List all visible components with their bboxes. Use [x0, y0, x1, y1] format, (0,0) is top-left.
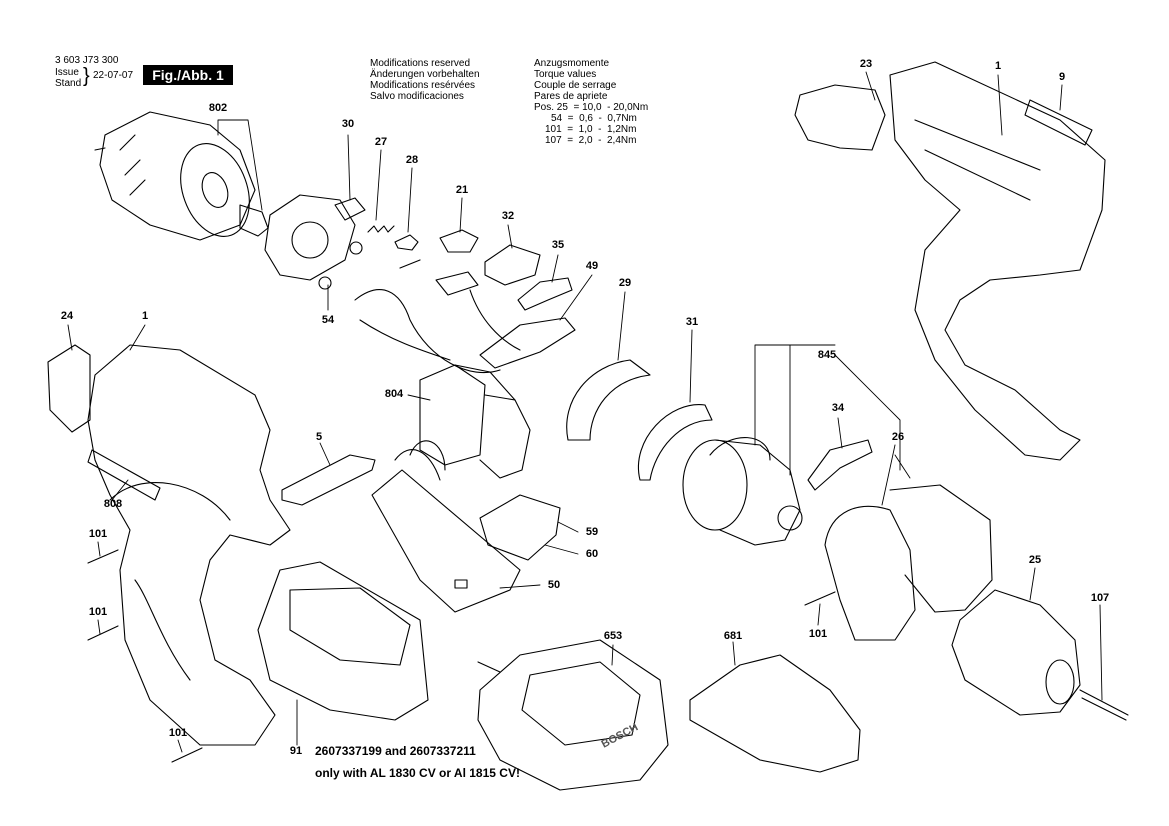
- charger-part: [477, 639, 669, 791]
- document-number: 3 603 J73 300: [55, 55, 119, 66]
- torque-table: Anzugsmomente Torque values Couple de se…: [534, 58, 648, 146]
- cover-23-part: [794, 84, 886, 151]
- part-label: 25: [1028, 554, 1042, 566]
- charger-cover-part: [689, 654, 861, 773]
- part-label: 653: [603, 630, 623, 642]
- modifications-line: Modifications resérvées: [370, 80, 476, 91]
- gear-segment-part: [807, 439, 873, 491]
- modifications-line: Modifications reserved: [370, 58, 471, 69]
- issue-date: 22-07-07: [93, 70, 134, 81]
- torque-row: 107 = 2,0 - 2,4Nm: [545, 135, 637, 146]
- chuck-part: [951, 589, 1081, 716]
- part-label: 32: [501, 210, 515, 222]
- clip-29-part: [566, 359, 651, 441]
- screw-54-part: [349, 241, 363, 255]
- switch-knob-part: [439, 229, 479, 253]
- motor-part: [94, 111, 269, 241]
- screw-54-part: [318, 276, 332, 290]
- part-label: 1: [141, 310, 149, 322]
- part-label: 5: [315, 431, 323, 443]
- torque-row: 101 = 1,0 - 1,2Nm: [545, 124, 637, 135]
- part-label: 107: [1090, 592, 1110, 604]
- part-label: 60: [585, 548, 599, 560]
- modifications-line: Änderungen vorbehalten: [370, 69, 480, 80]
- issue-label: Issue: [55, 67, 79, 78]
- screw-101-part: [804, 591, 836, 606]
- part-label: 101: [808, 628, 828, 640]
- torque-row: Pos. 25 = 10,0 - 20,0Nm: [534, 102, 649, 113]
- part-label: 802: [208, 102, 228, 114]
- stand-label: Stand: [55, 78, 82, 89]
- torque-title: Torque values: [534, 69, 597, 80]
- part-label: 21: [455, 184, 469, 196]
- screw-107-part: [1079, 689, 1129, 721]
- spring-part: [367, 225, 395, 233]
- part-label: 845: [817, 349, 837, 361]
- part-label: 24: [60, 310, 74, 322]
- part-label: 50: [547, 579, 561, 591]
- part-label: 23: [859, 58, 873, 70]
- selector-part: [517, 277, 573, 311]
- wire-harness: [354, 259, 521, 374]
- housing-left-part: [87, 344, 291, 746]
- electronics-board-part: [371, 440, 521, 613]
- front-housing-part: [824, 484, 993, 641]
- housing-right-part: [889, 61, 1106, 461]
- part-label: 35: [551, 239, 565, 251]
- part-label: 101: [168, 727, 188, 739]
- screw-101-part: [87, 549, 119, 564]
- cover-strip-part: [281, 454, 376, 506]
- part-label: 681: [723, 630, 743, 642]
- cover-24-part: [47, 344, 91, 433]
- issue-brace: }: [83, 65, 90, 87]
- part-label: 101: [88, 528, 108, 540]
- label-9-part: [1024, 99, 1093, 146]
- part-label: 808: [103, 498, 123, 510]
- torque-title: Anzugsmomente: [534, 58, 610, 69]
- part-label: 59: [585, 526, 599, 538]
- screw-101-part: [171, 747, 203, 763]
- part-label: 1: [994, 60, 1002, 72]
- gearbox-part: [682, 437, 803, 546]
- torque-title: Couple de serrage: [534, 80, 617, 91]
- part-label: 31: [685, 316, 699, 328]
- figure-label: Fig./Abb. 1: [143, 65, 233, 85]
- small-board-part: [435, 271, 479, 296]
- torque-row: 54 = 0,6 - 0,7Nm: [551, 113, 637, 124]
- part-label: 49: [585, 260, 599, 272]
- ring-31-part: [637, 404, 713, 481]
- part-label: 101: [88, 606, 108, 618]
- part-label: 27: [374, 136, 388, 148]
- part-label: 30: [341, 118, 355, 130]
- part-label: 91: [289, 745, 303, 757]
- battery-compatibility-note: only with AL 1830 CV or Al 1815 CV!: [315, 766, 520, 780]
- gear-cover-plate: [264, 194, 366, 281]
- battery-pack-part: [257, 561, 429, 721]
- trigger-switch-part: [419, 364, 531, 479]
- sensor-board-part: [479, 317, 576, 369]
- torque-title: Pares de apriete: [534, 91, 608, 102]
- part-label: 29: [618, 277, 632, 289]
- modifications-line: Salvo modificaciones: [370, 91, 464, 102]
- lock-pin-part: [394, 234, 419, 251]
- battery-contact-holder-part: [479, 494, 561, 561]
- slider-part: [484, 244, 541, 286]
- leader-lines: [67, 71, 1103, 753]
- screw-101-part: [87, 625, 119, 641]
- part-label: 804: [384, 388, 404, 400]
- battery-part-numbers: 2607337199 and 2607337211: [315, 744, 476, 758]
- part-label: 9: [1058, 71, 1066, 83]
- modifications-notice: Modifications reserved Änderungen vorbeh…: [370, 58, 480, 102]
- label-808-part: [87, 449, 161, 501]
- part-label: 26: [891, 431, 905, 443]
- part-label: 28: [405, 154, 419, 166]
- part-label: 54: [321, 314, 335, 326]
- part-label: 34: [831, 402, 845, 414]
